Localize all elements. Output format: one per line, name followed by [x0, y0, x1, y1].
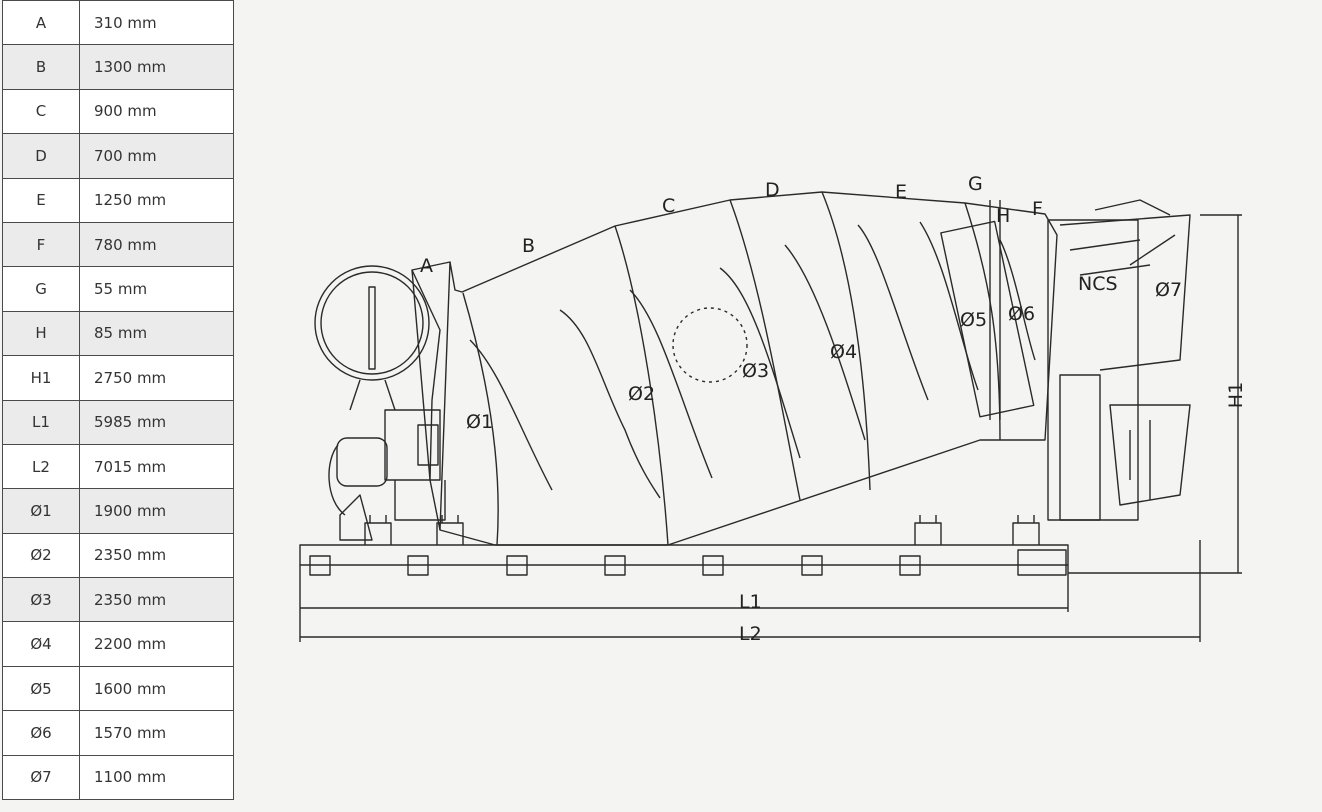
spec-key: C [2, 88, 80, 135]
spec-key: Ø5 [2, 665, 80, 712]
roller-ring [940, 220, 1035, 418]
spec-value: 2350 mm [79, 532, 234, 579]
brand-logo: NCS [1078, 273, 1118, 295]
label-a: A [420, 255, 433, 277]
drawing-canvas: A B C D E G H F Ø1 Ø2 Ø3 Ø4 Ø5 Ø6 Ø7 NCS… [299, 173, 1247, 645]
water-tank [314, 265, 430, 411]
spec-key: Ø6 [2, 710, 80, 756]
spec-value: 1100 mm [79, 754, 234, 801]
spec-key: Ø4 [2, 621, 80, 667]
label-g: G [968, 173, 983, 195]
label-d2: Ø2 [628, 383, 655, 405]
base-brackets [309, 549, 1067, 576]
spec-value: 7015 mm [79, 443, 234, 490]
label-d: D [765, 179, 780, 201]
spec-key: B [2, 44, 80, 90]
label-l1: L1 [739, 591, 762, 613]
spec-key: G [2, 266, 80, 312]
spec-value: 1300 mm [79, 44, 234, 90]
spec-value: 700 mm [79, 133, 234, 179]
manhole-cover [672, 307, 748, 383]
label-e: E [895, 181, 907, 203]
spec-value: 1900 mm [79, 488, 234, 534]
label-c: C [662, 195, 675, 217]
spec-key: A [2, 0, 80, 46]
base-frame [299, 544, 1069, 566]
spec-key: E [2, 177, 80, 223]
spec-value: 1250 mm [79, 177, 234, 223]
mount-clamps [364, 515, 1040, 545]
dimension-labels: A B C D E G H F Ø1 Ø2 Ø3 Ø4 Ø5 Ø6 Ø7 NCS… [420, 173, 1247, 645]
spec-key: F [2, 221, 80, 268]
spec-value: 310 mm [79, 0, 234, 46]
spec-value: 55 mm [79, 266, 234, 312]
spec-key: H [2, 310, 80, 357]
spec-value: 85 mm [79, 310, 234, 357]
spec-key: Ø7 [2, 754, 80, 801]
spec-key: H1 [2, 355, 80, 401]
label-d1: Ø1 [466, 411, 493, 433]
roller-posts [989, 200, 1001, 420]
label-l2: L2 [739, 623, 762, 645]
mixing-spirals [469, 221, 1036, 499]
spec-key: D [2, 133, 80, 179]
spec-value: 2750 mm [79, 355, 234, 401]
label-d7: Ø7 [1155, 279, 1182, 301]
drawing-lines [299, 191, 1242, 642]
label-d5: Ø5 [960, 309, 987, 331]
mixer-drum-technical-drawing: A B C D E G H F Ø1 Ø2 Ø3 Ø4 Ø5 Ø6 Ø7 NCS… [220, 0, 1322, 812]
spec-key: Ø2 [2, 532, 80, 579]
spec-value: 2350 mm [79, 577, 234, 623]
label-f: F [1032, 198, 1043, 220]
spec-value: 1570 mm [79, 710, 234, 756]
drum-shell [411, 191, 1058, 546]
spec-key: Ø1 [2, 488, 80, 534]
discharge-assembly [1047, 199, 1191, 521]
label-h: H [996, 205, 1010, 227]
spec-value: 5985 mm [79, 399, 234, 445]
d7-leader [1129, 234, 1176, 266]
spec-key: L2 [2, 443, 80, 490]
spec-key: Ø3 [2, 577, 80, 623]
dimension-lines [299, 214, 1242, 642]
spec-value: 2200 mm [79, 621, 234, 667]
spec-value: 900 mm [79, 88, 234, 135]
label-d3: Ø3 [742, 360, 769, 382]
label-d6: Ø6 [1008, 303, 1035, 325]
label-b: B [522, 235, 535, 257]
spec-value: 1600 mm [79, 665, 234, 712]
drive-unit [328, 409, 446, 541]
label-h1: H1 [1225, 382, 1247, 408]
label-d4: Ø4 [830, 341, 857, 363]
spec-value: 780 mm [79, 221, 234, 268]
spec-key: L1 [2, 399, 80, 445]
